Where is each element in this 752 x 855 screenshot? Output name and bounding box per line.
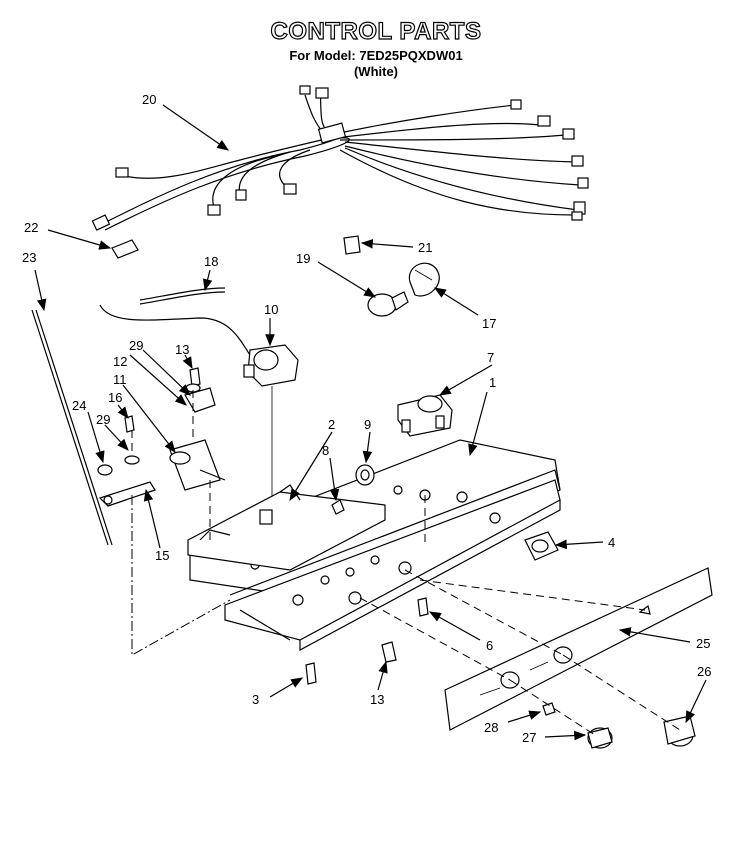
callout-12: 12 — [113, 354, 127, 369]
light-socket — [408, 262, 440, 297]
callout-2: 2 — [328, 417, 335, 432]
screw-16 — [124, 415, 135, 433]
callout-26: 26 — [697, 664, 711, 679]
capillary-tube — [99, 287, 251, 356]
color-line: (White) — [353, 64, 399, 79]
switch-11 — [169, 439, 226, 491]
knob-27 — [587, 727, 613, 749]
damper-control — [397, 394, 453, 437]
callout-8: 9 — [364, 417, 371, 432]
callout-leaders — [34, 104, 707, 741]
callout-25: 25 — [696, 636, 710, 651]
callout-10: 8 — [322, 443, 329, 458]
callout-24: 24 — [72, 398, 86, 413]
clip-part-21 — [343, 235, 361, 255]
callout-18: 18 — [204, 254, 218, 269]
callout-1: 1 — [489, 375, 496, 390]
callout-13-lower: 13 — [370, 692, 384, 707]
control-panel — [444, 567, 713, 731]
thermostat — [243, 344, 299, 520]
callout-15: 15 — [155, 548, 169, 563]
callout-labels: 20 22 21 23 18 19 17 10 7 29 13 12 1 11 … — [22, 92, 711, 745]
callout-28: 28 — [484, 720, 498, 735]
rod-23 — [31, 309, 113, 546]
callout-19: 19 — [296, 251, 310, 266]
callout-17: 17 — [482, 316, 496, 331]
callout-29-upper: 29 — [129, 338, 143, 353]
screw-7 — [417, 597, 429, 617]
callout-16: 16 — [108, 390, 122, 405]
callout-6: 7 — [487, 350, 494, 365]
page-title: CONTROL PARTS — [270, 17, 482, 45]
grommet-8 — [355, 464, 375, 486]
assembly-lines — [131, 390, 681, 736]
callout-7: 6 — [486, 638, 493, 653]
screw-13-upper — [185, 367, 201, 393]
wire-harness — [91, 85, 589, 231]
callout-11: 11 — [113, 372, 127, 387]
washer-24 — [97, 464, 113, 476]
callout-3: 3 — [252, 692, 259, 707]
light-bulb — [367, 291, 409, 317]
knob-26 — [663, 715, 696, 747]
callout-9: 10 — [264, 302, 278, 317]
indicator-28 — [542, 702, 556, 716]
callout-29-lower: 29 — [96, 412, 110, 427]
callout-21: 21 — [418, 240, 432, 255]
callout-20: 20 — [142, 92, 156, 107]
callout-22: 22 — [24, 220, 38, 235]
model-line: For Model: 7ED25PQXDW01 — [289, 48, 463, 63]
callout-4: 4 — [608, 535, 615, 550]
callout-23: 23 — [22, 250, 36, 265]
screw-13-lower — [381, 641, 397, 663]
washer-29-lower — [124, 455, 140, 465]
bracket-15 — [98, 481, 156, 507]
screw-10 — [331, 499, 345, 515]
clip-part-22 — [111, 239, 139, 259]
screw-3 — [305, 662, 317, 685]
callout-13-upper: 13 — [175, 342, 189, 357]
lamp-holder-4 — [524, 531, 559, 561]
callout-27: 27 — [522, 730, 536, 745]
